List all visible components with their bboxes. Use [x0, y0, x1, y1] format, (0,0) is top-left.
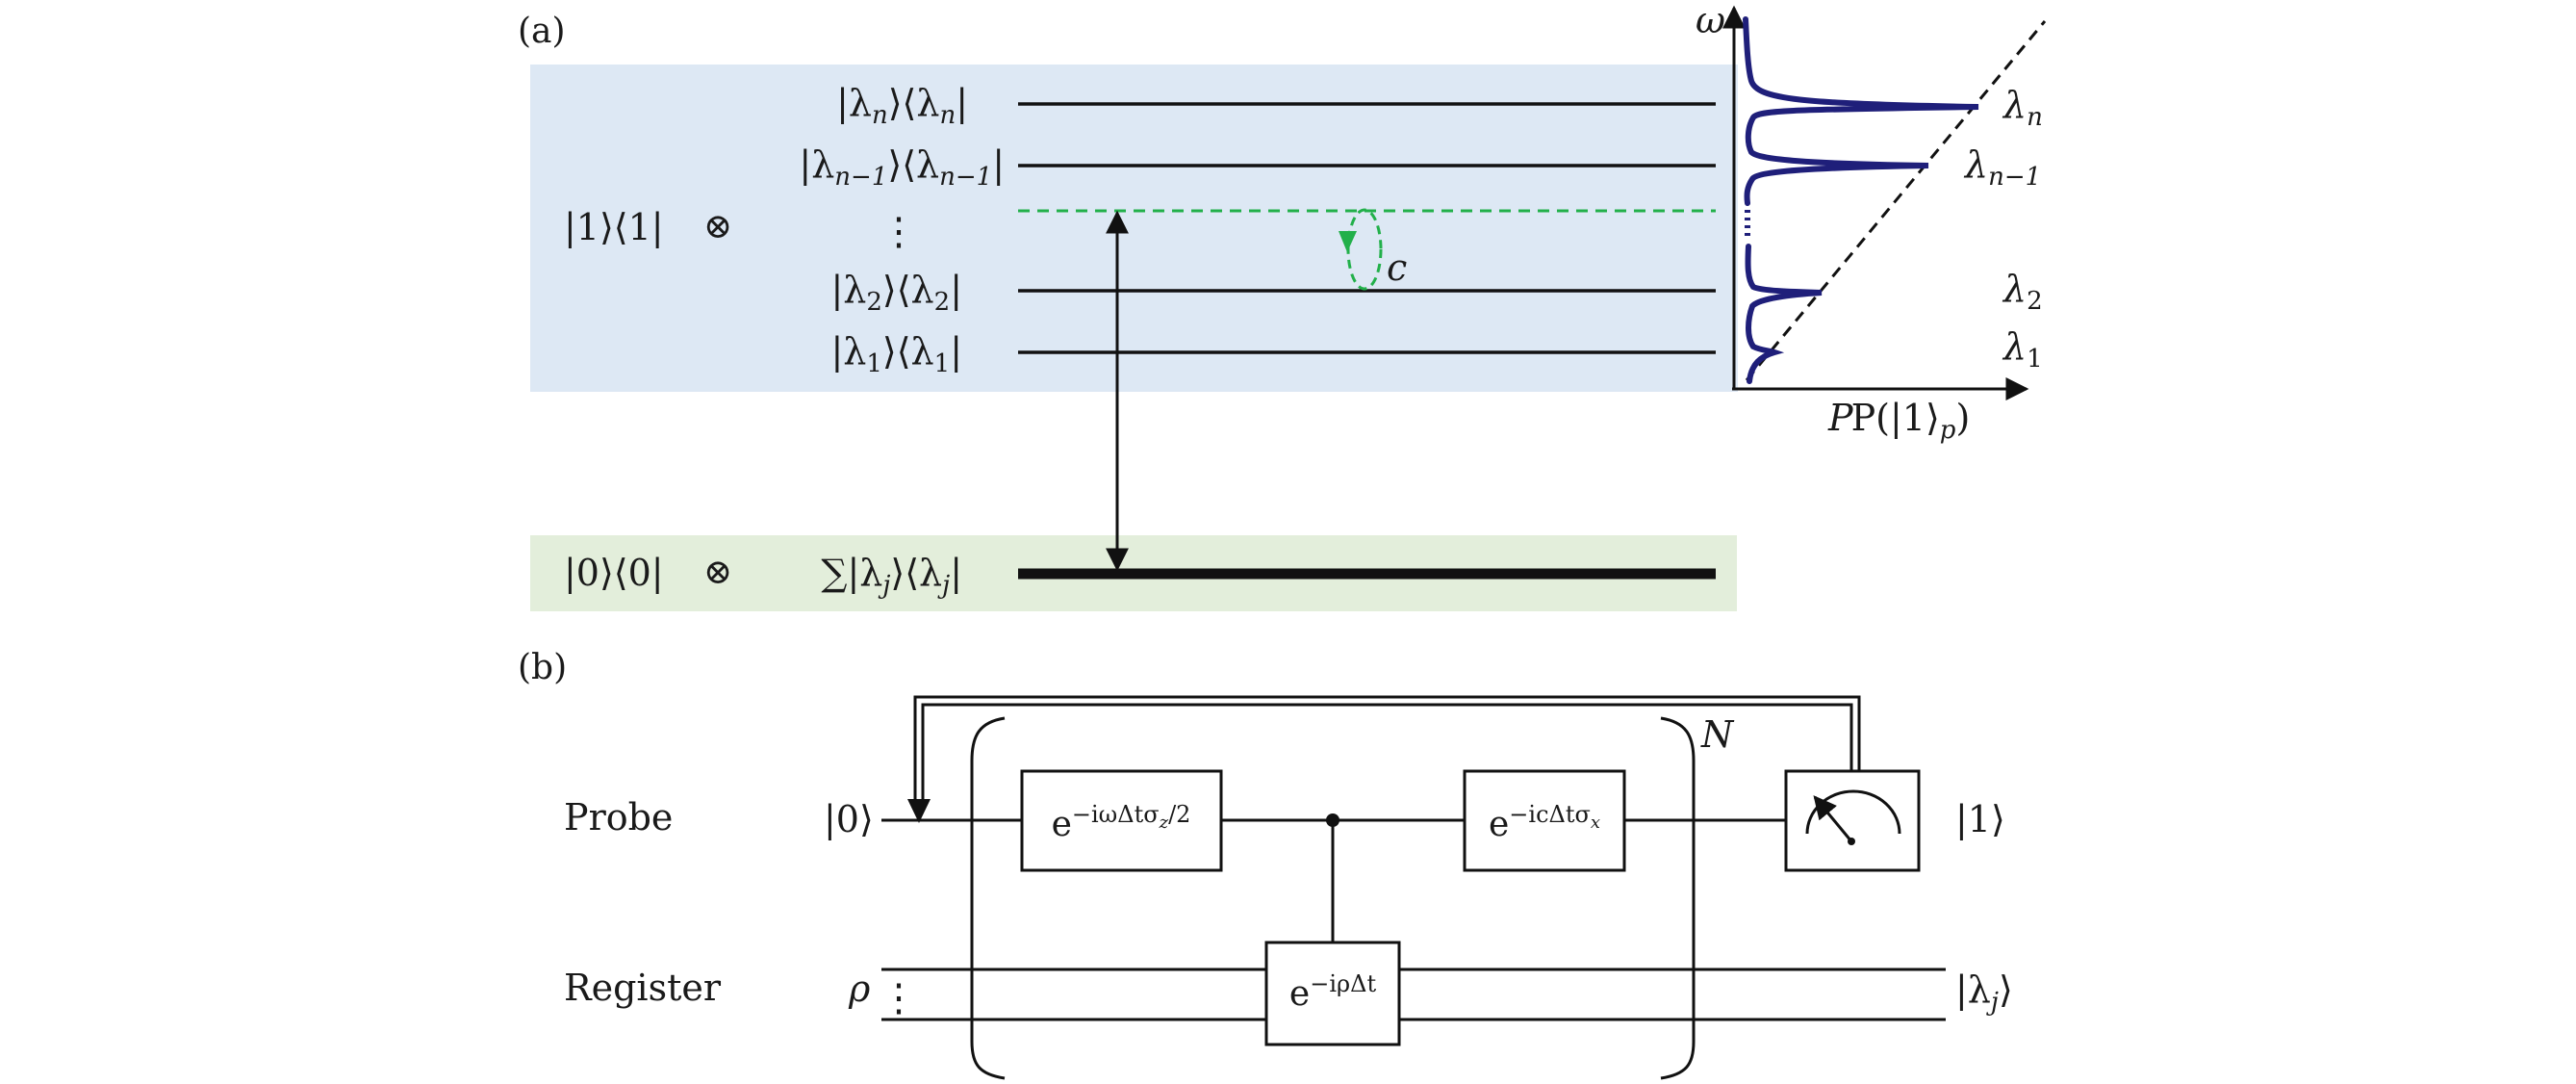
controlled-evolution-gate-label: e−iρΔt [1289, 970, 1377, 1014]
resonance-diagonal [1745, 20, 2047, 381]
panel-a: (a) |1⟩⟨1| ⊗ |0⟩⟨0| ⊗ |λn⟩⟨λn| |λn−1⟩⟨λn… [518, 0, 2047, 611]
excited-manifold-background [530, 65, 1738, 392]
panel-b-label: (b) [518, 648, 567, 687]
level-label-1: |λ1⟩⟨λ1| [830, 330, 962, 378]
panel-b: (b) Probe Register |0⟩ ρ ⋮ N e−iωΔtσz/2 … [518, 648, 2013, 1080]
repeat-bracket-right [1660, 716, 1696, 1080]
excited-state-label: |1⟩⟨1| [564, 206, 664, 248]
coupling-loop-arrowhead [1339, 231, 1357, 252]
level-label-2: |λ2⟩⟨λ2| [830, 269, 962, 317]
meter-arc [1805, 789, 1901, 835]
spectrum-x-axis-label: PP(|1⟩p) [1827, 397, 1970, 445]
spectrum-plot: ω PP(|1⟩p) P(|1⟩ λn λn−1 λ2 λ1 [1696, 0, 2047, 445]
level-vdots: ⋮ [880, 210, 918, 254]
spectrum-curve-upper [1743, 16, 1979, 206]
spectrum-curve-lower [1745, 244, 1823, 384]
meter-pivot [1848, 838, 1855, 845]
probe-label: Probe [564, 796, 673, 839]
peak-label-n: λn [2002, 84, 2043, 132]
feedback-arrowhead [907, 799, 931, 823]
meter-needle [1813, 795, 1853, 842]
peak-label-n-minus-1: λn−1 [1963, 143, 2041, 192]
peak-label-1: λ1 [2002, 325, 2043, 374]
register-output-state: |λj⟩ [1955, 968, 2013, 1017]
ground-state-label: |0⟩⟨0| [564, 552, 664, 594]
phase-rotation-gate [1020, 769, 1223, 872]
level-label-n-minus-1: |λn−1⟩⟨λn−1| [799, 143, 1005, 192]
register-wire-dots: ⋮ [880, 976, 918, 1020]
peak-label-2: λ2 [2002, 268, 2043, 316]
probe-output-state: |1⟩ [1955, 798, 2005, 840]
excited-tensor-symbol: ⊗ [703, 207, 732, 246]
feedback-line-inner [921, 703, 1853, 801]
x-rotation-gate [1463, 769, 1626, 872]
ground-tensor-symbol: ⊗ [703, 553, 732, 592]
coupling-label: c [1387, 246, 1407, 289]
measurement-meter [1784, 769, 1921, 872]
spectrum-y-axis-label: ω [1696, 0, 1725, 41]
repeat-bracket-left [970, 716, 1006, 1080]
panel-a-label: (a) [518, 12, 566, 51]
probe-input-state: |0⟩ [824, 798, 874, 840]
feedback-line-outer [913, 695, 1861, 801]
phase-rotation-gate-label: e−iωΔtσz/2 [1052, 801, 1191, 844]
repeat-count-label: N [1700, 713, 1735, 756]
register-label: Register [564, 967, 722, 1009]
ground-sum-label: ∑|λj⟩⟨λj| [821, 552, 962, 600]
register-input-state: ρ [848, 968, 871, 1010]
controlled-evolution-gate [1264, 941, 1401, 1046]
x-rotation-gate-label: e−icΔtσx [1489, 801, 1600, 844]
level-label-n: |λn⟩⟨λn| [836, 82, 968, 130]
